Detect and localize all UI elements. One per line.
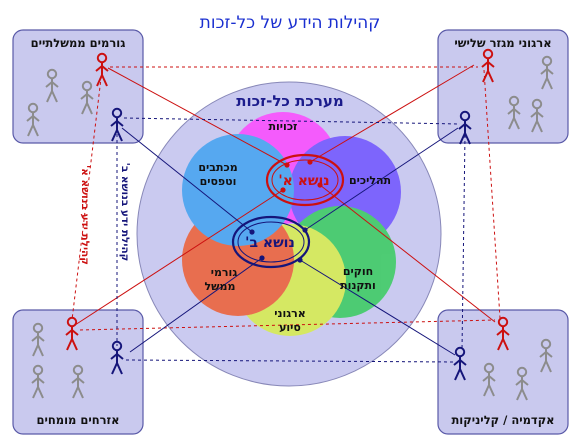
academia-label: אקדמיה / קליניקות — [451, 413, 554, 427]
academia-box — [437, 309, 569, 435]
petal-rights-label: זכויות — [269, 120, 298, 133]
petal-gov-label-2: ממשל — [205, 280, 236, 293]
petals-group — [182, 112, 401, 336]
topic-b-dots — [249, 227, 308, 263]
petal-gov-label-1: גורמי — [211, 266, 238, 279]
community-b-lines — [121, 127, 459, 356]
expert-citizens-box — [12, 309, 144, 435]
topic-b-inner-ellipse — [237, 221, 305, 263]
community-b-dashed — [116, 117, 466, 363]
system-label: מערכת כל-זכות — [236, 92, 344, 110]
community-a-lines — [74, 64, 496, 326]
government-label: גורמים ממשלתיים — [31, 36, 126, 50]
community-a-side-label: קהילת ידע בנושא א' — [79, 165, 91, 265]
diagram-title: קהילות הידע של כל-זכות — [200, 13, 381, 33]
topic-a-dots — [280, 159, 323, 193]
community-a-dashed — [71, 66, 501, 331]
community-b-side-label: קהילת ידע בנושא ב' — [119, 163, 131, 262]
petal-letters-label-1: מכתבים — [198, 161, 237, 174]
petal-laws-label-2: ותקנות — [340, 279, 376, 292]
third-sector-label: ארגוני מגזר שלישי — [454, 36, 551, 50]
topic-a-label: נושא א' — [278, 173, 329, 189]
petal-laws-label-1: חוקים — [343, 265, 373, 278]
petal-processes-label: תהליכים — [349, 174, 391, 187]
topic-b-ellipse — [231, 215, 311, 269]
petal-aid-label-2: סיוע — [279, 321, 301, 334]
expert-citizens-label: אזרחים מומחים — [36, 413, 119, 427]
topic-b-label: נושא ב' — [245, 235, 295, 251]
topic-a-ellipse — [265, 153, 345, 207]
topic-a-inner-ellipse — [271, 159, 339, 201]
petal-aid-label-1: ארגוני — [274, 307, 306, 320]
petal-letters-label-2: וטפסים — [200, 175, 237, 188]
